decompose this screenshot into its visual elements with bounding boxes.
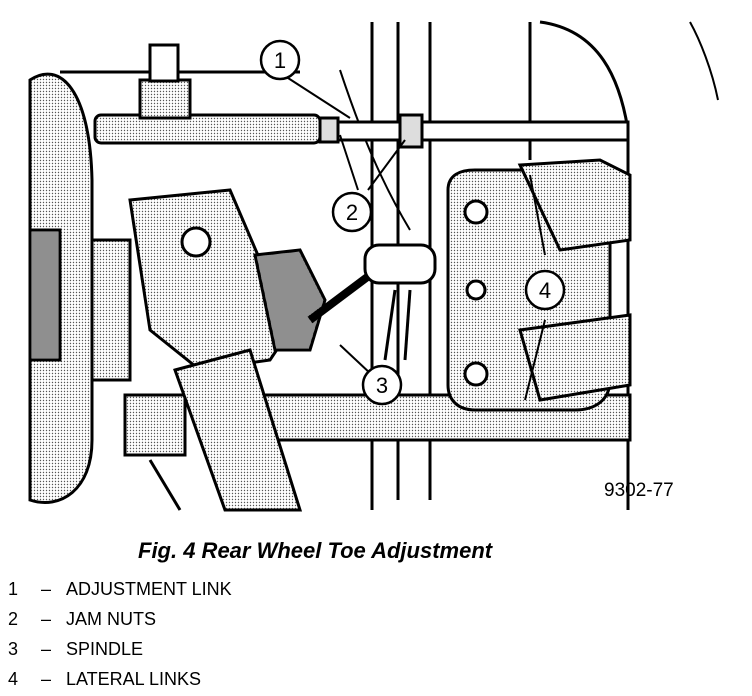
knuckle <box>123 188 327 457</box>
legend-item: 4–LATERAL LINKS <box>8 669 202 689</box>
lateral-links <box>517 158 632 402</box>
legend-item: 2–JAM NUTS <box>8 609 156 629</box>
legend-item: 3–SPINDLE <box>8 639 144 659</box>
legend: 1–ADJUSTMENT LINK 2–JAM NUTS 3–SPINDLE 4… <box>8 574 232 694</box>
spindle-tool <box>307 243 437 361</box>
callout-1: 1 <box>259 39 301 81</box>
wheel-hub <box>28 72 132 504</box>
legend-label: SPINDLE <box>66 639 144 659</box>
legend-label: LATERAL LINKS <box>66 669 202 689</box>
figure-code: 9302-77 <box>604 480 674 501</box>
svg-text:3: 3 <box>376 373 388 398</box>
rear-suspension-illustration: 1 2 3 4 <box>28 20 719 512</box>
trailing-arm <box>148 348 303 512</box>
legend-label: ADJUSTMENT LINK <box>66 579 232 599</box>
legend-item: 1–ADJUSTMENT LINK <box>8 579 232 599</box>
callout-4: 4 <box>524 269 566 311</box>
svg-text:4: 4 <box>539 278 551 303</box>
svg-text:2: 2 <box>346 200 358 225</box>
callout-2: 2 <box>331 191 373 233</box>
legend-label: JAM NUTS <box>66 609 156 629</box>
callout-3: 3 <box>361 364 403 406</box>
adjustment-link <box>93 43 630 149</box>
figure-caption: Fig. 4 Rear Wheel Toe Adjustment <box>138 538 493 563</box>
svg-text:1: 1 <box>274 48 286 73</box>
leader-lines <box>287 77 546 401</box>
